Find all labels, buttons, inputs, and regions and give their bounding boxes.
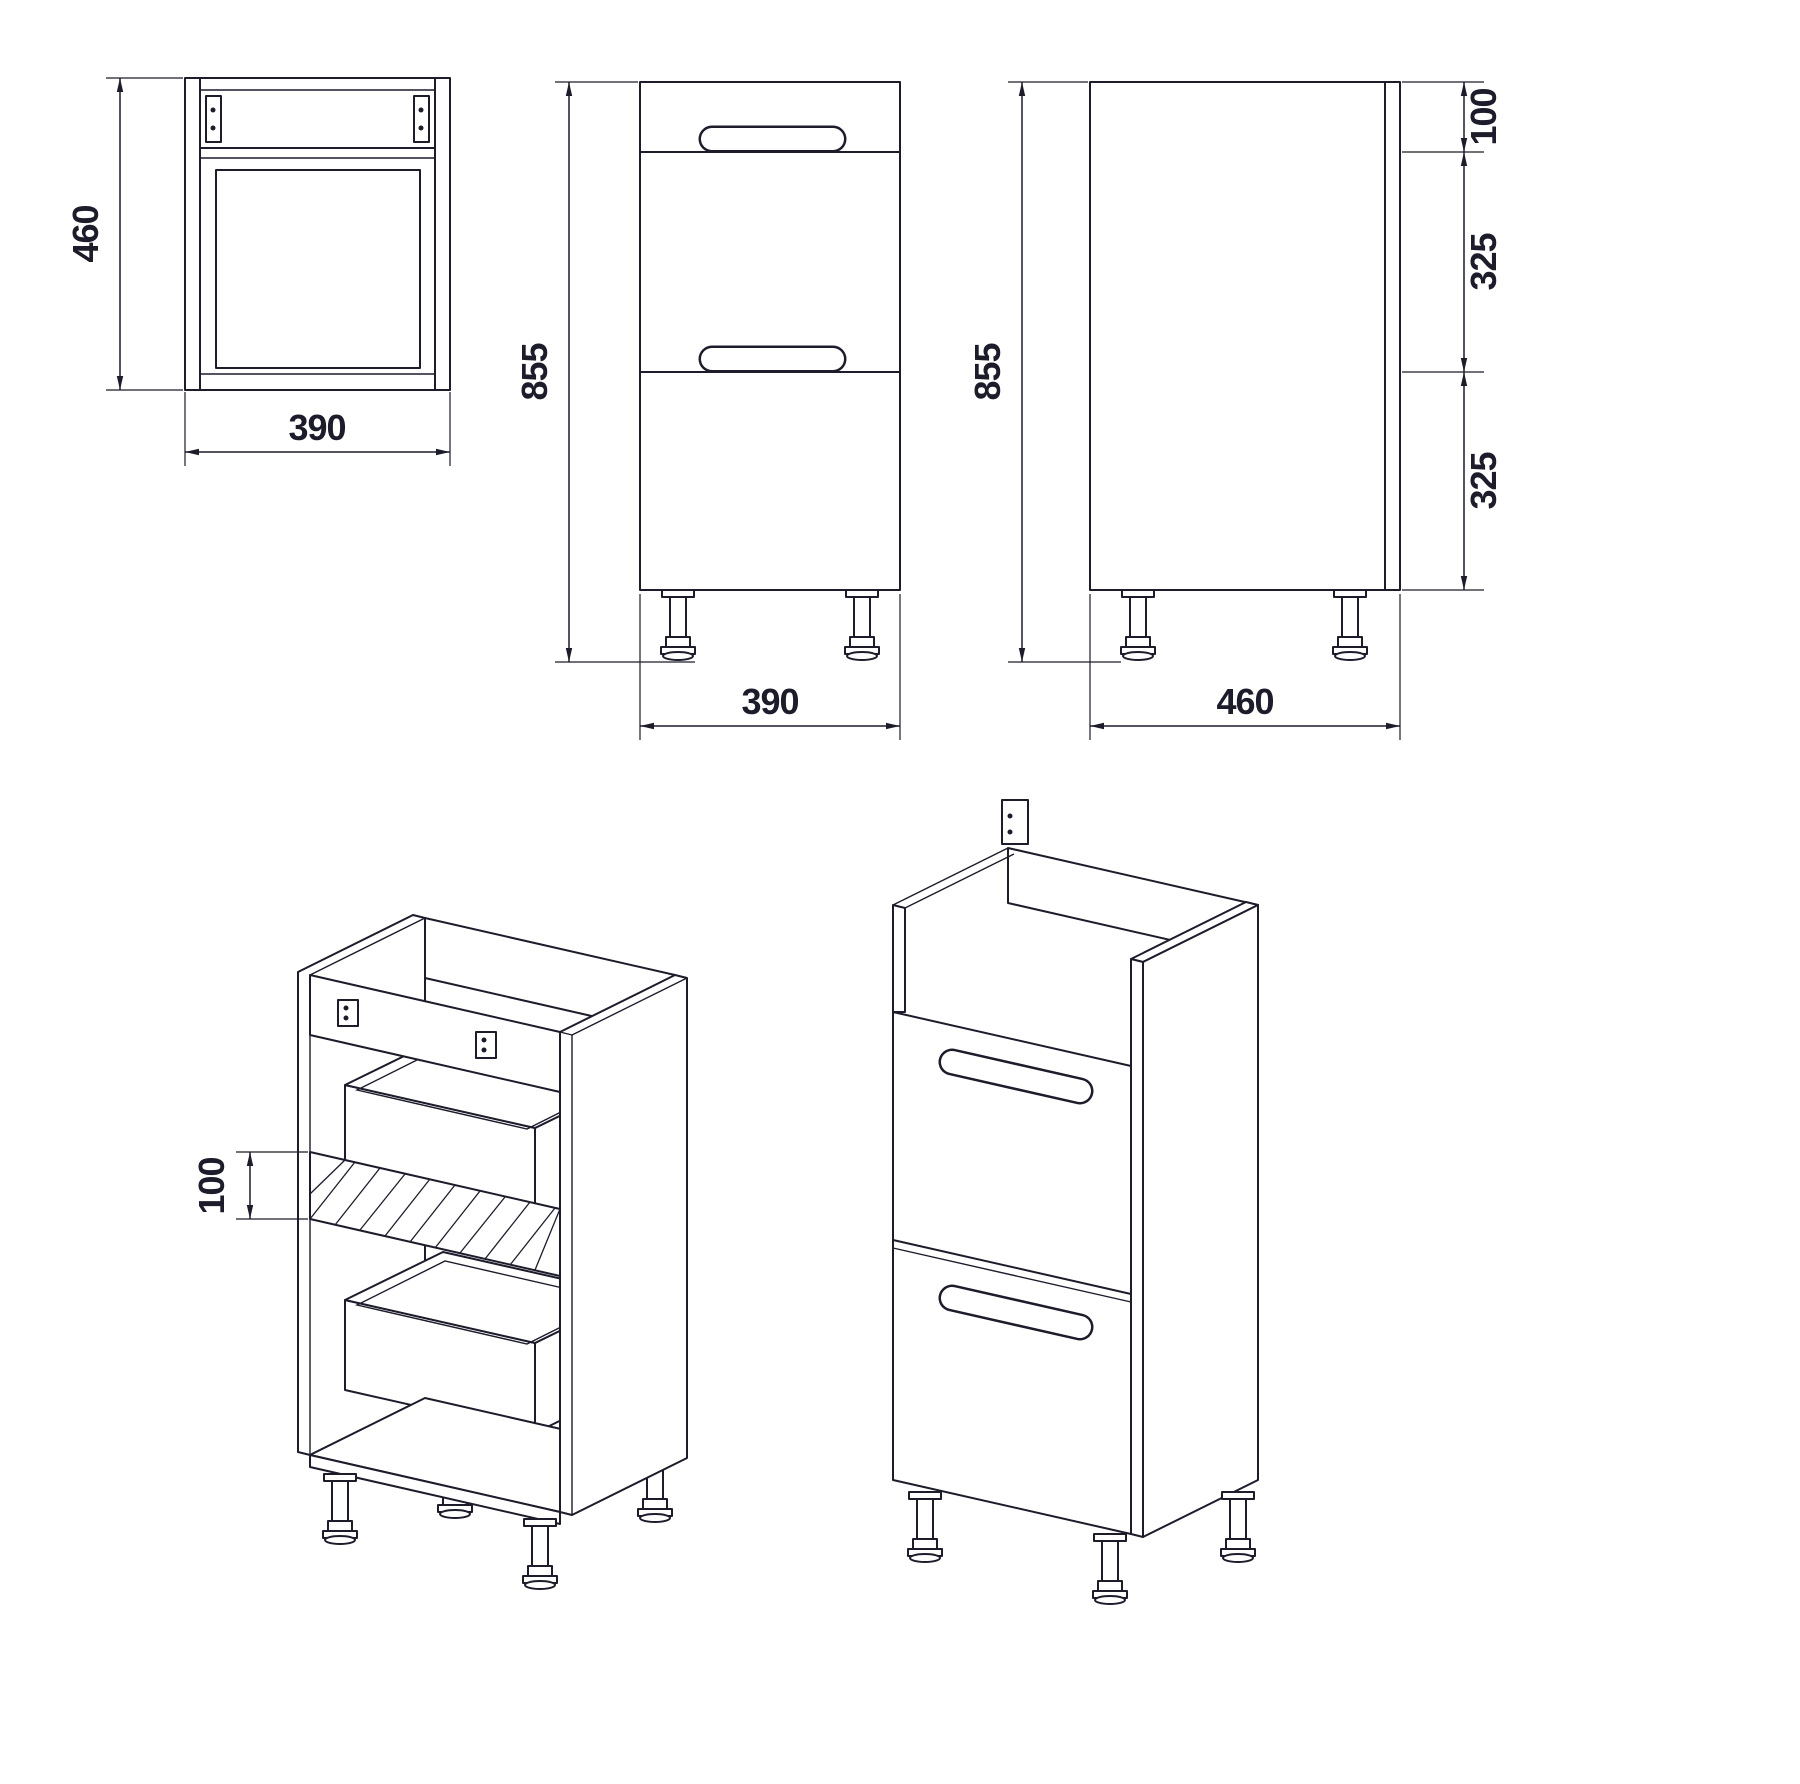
drawer-fronts: [892, 1011, 1132, 1535]
mounting-bracket: [413, 95, 430, 143]
side-panel-edge: [892, 904, 906, 1013]
dimension-side-height: 855: [967, 81, 1121, 663]
dimension-apron-height: 100: [191, 1151, 308, 1220]
dimension-side-segments: 100 325 325: [1402, 81, 1504, 591]
adjustable-leg: [1220, 1491, 1256, 1563]
dim-label-apron-height: 100: [191, 1157, 232, 1214]
dimension-side-depth: 460: [1089, 594, 1401, 740]
mounting-bracket: [1001, 799, 1029, 845]
hatched-apron: [309, 1151, 561, 1277]
dim-label-top-width: 390: [288, 407, 345, 448]
adjustable-leg: [907, 1491, 943, 1563]
drawer-box-outline: [215, 169, 421, 369]
side-view: 855 100 325 325 460: [967, 81, 1504, 740]
dim-label-top-depth: 460: [65, 205, 106, 262]
top-view: 460 390: [65, 77, 451, 466]
dimension-front-height: 855: [514, 81, 695, 663]
dimension-top-width: 390: [184, 392, 451, 466]
mounting-bracket: [475, 1031, 497, 1059]
dim-label-segment-top: 100: [1463, 88, 1504, 145]
side-panel: [559, 974, 688, 1516]
adjustable-leg: [322, 1473, 358, 1545]
dimension-front-width: 390: [639, 594, 901, 740]
isometric-assembled-view: [892, 799, 1259, 1605]
dim-label-segment-bottom: 325: [1463, 451, 1504, 509]
mounting-bracket: [205, 95, 222, 143]
adjustable-leg: [522, 1518, 558, 1590]
front-rail: [309, 974, 561, 1093]
dim-label-side-depth: 460: [1216, 681, 1273, 722]
adjustable-leg: [660, 589, 696, 661]
dim-label-side-height: 855: [967, 342, 1008, 400]
dim-label-segment-middle: 325: [1463, 232, 1504, 290]
mounting-bracket: [337, 999, 359, 1027]
dim-label-front-height: 855: [514, 342, 555, 400]
dim-label-front-width: 390: [741, 681, 798, 722]
adjustable-leg: [1332, 589, 1368, 661]
adjustable-leg: [1092, 1533, 1128, 1605]
adjustable-leg: [844, 589, 880, 661]
adjustable-leg: [1120, 589, 1156, 661]
dimension-top-depth: 460: [65, 77, 183, 391]
isometric-cutaway-view: 100: [191, 914, 688, 1590]
front-view: 855 390: [514, 81, 901, 740]
